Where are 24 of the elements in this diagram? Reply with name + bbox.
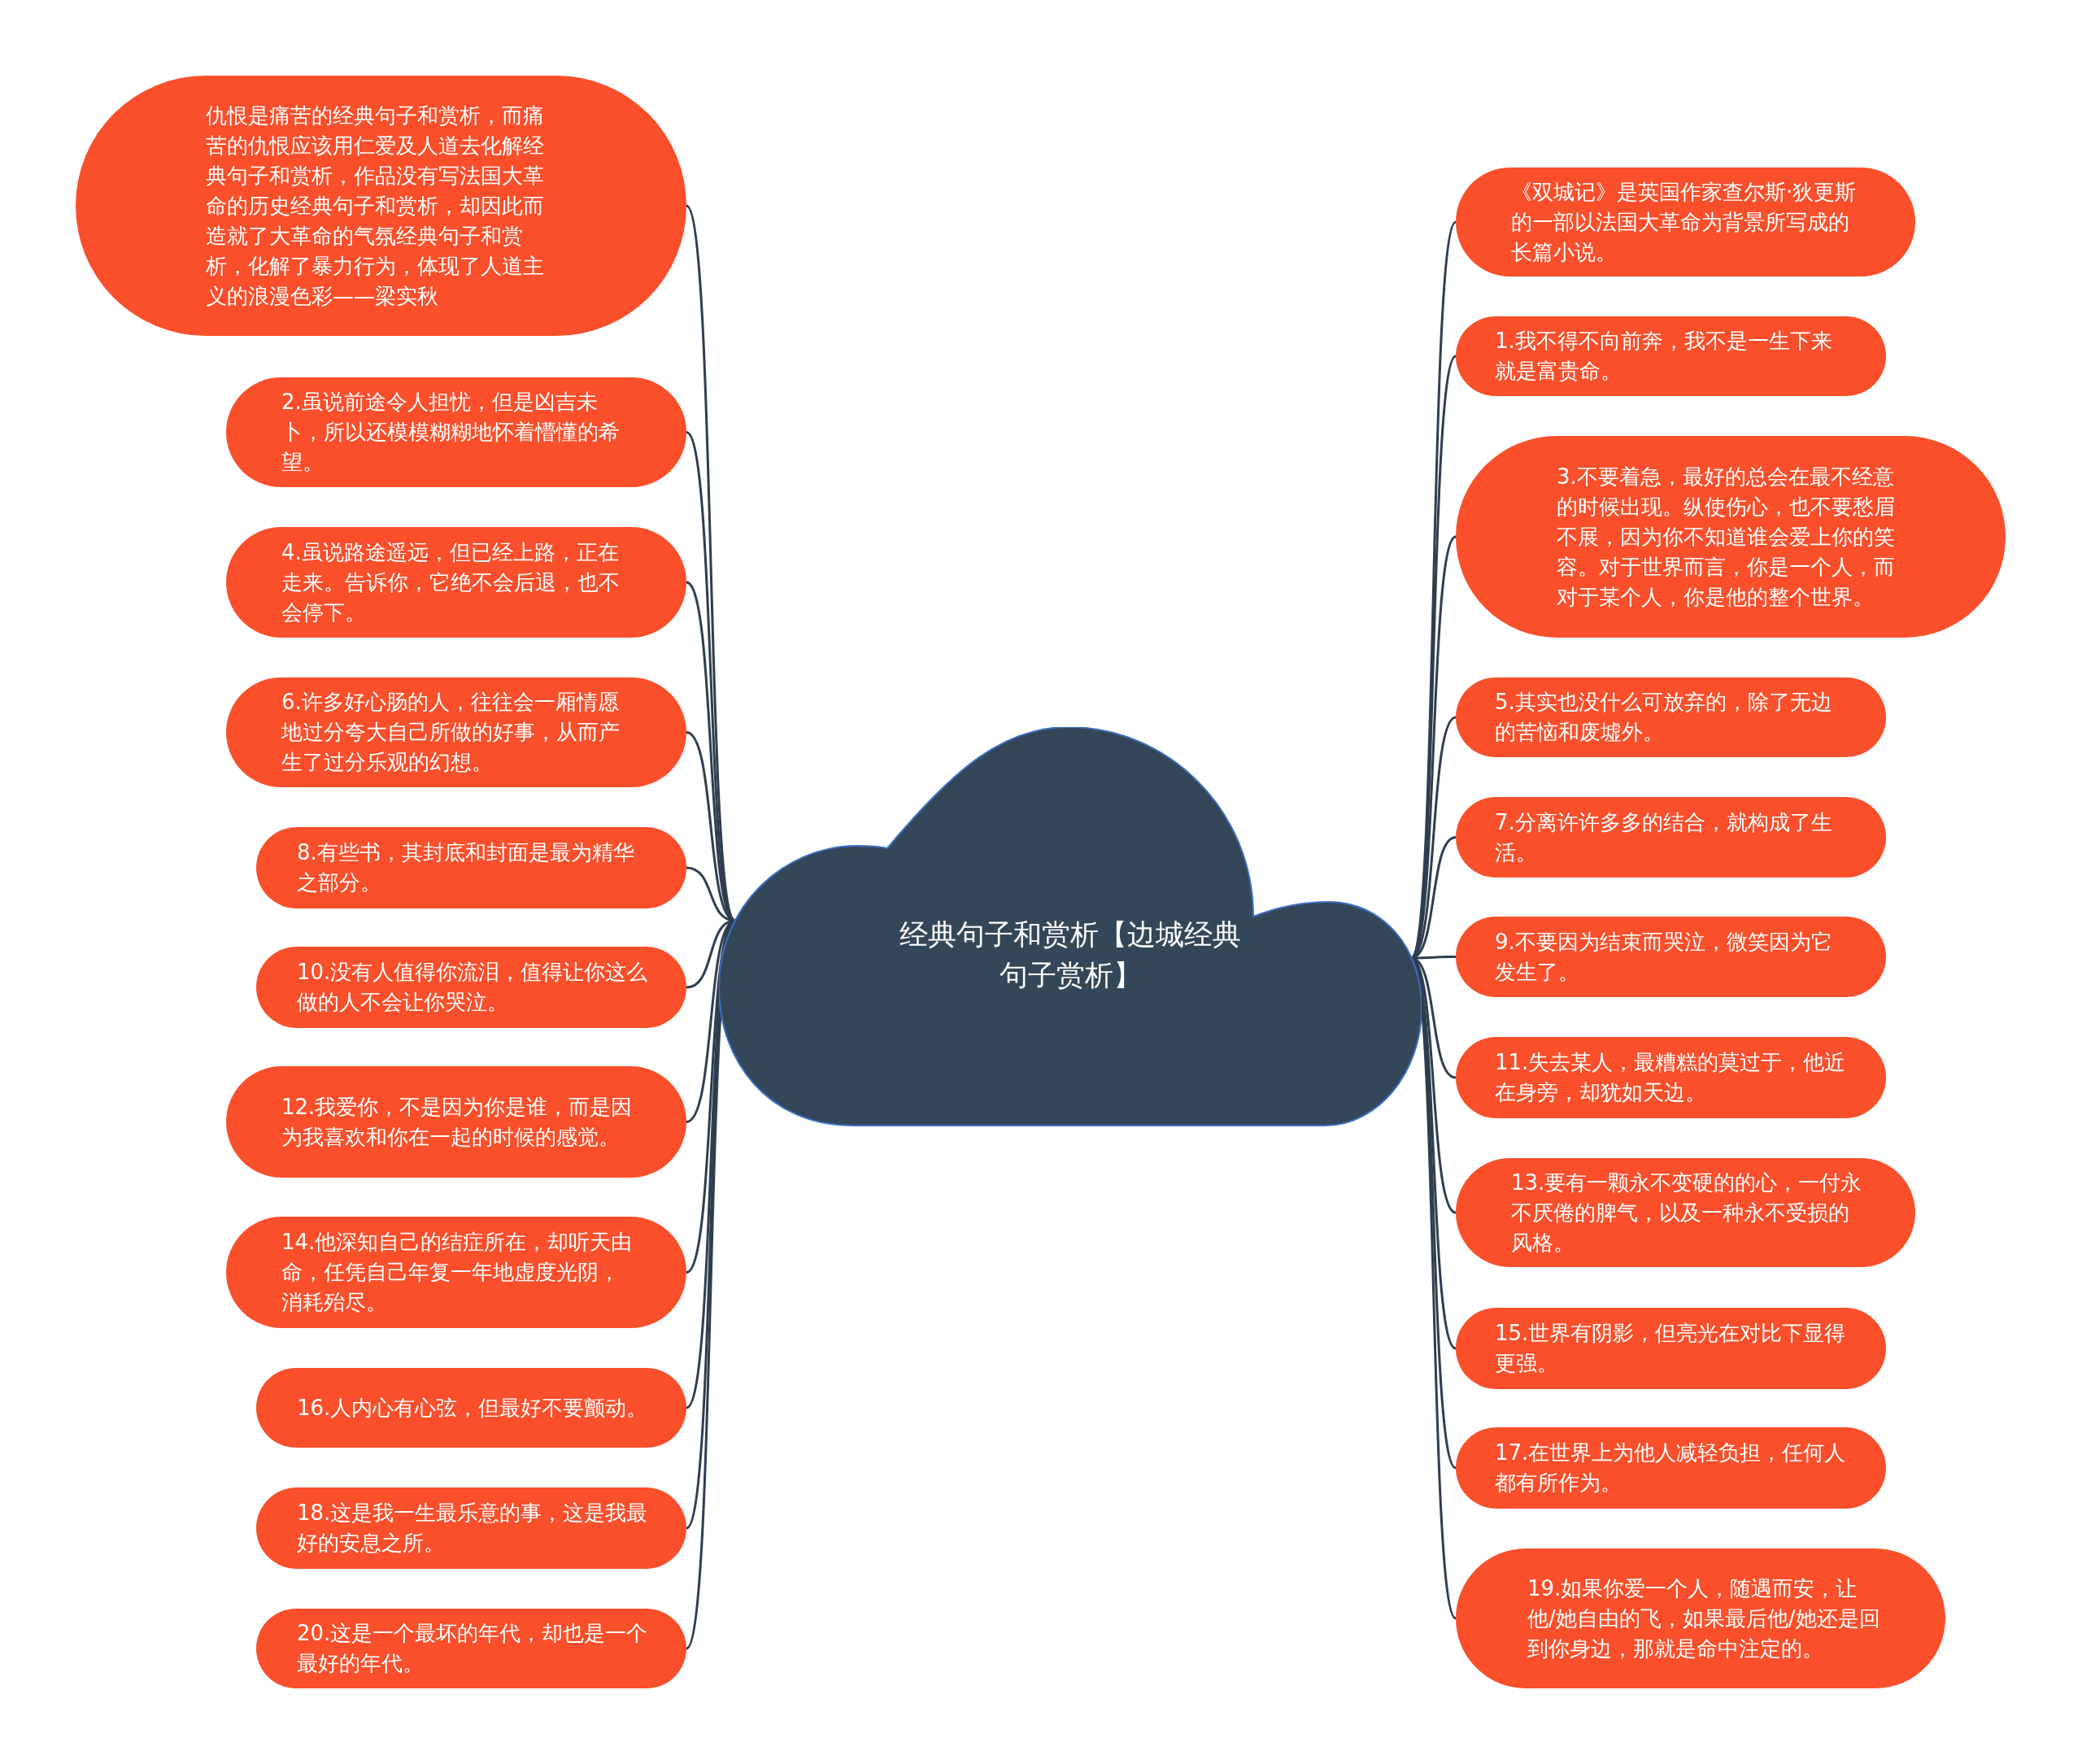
quote-text: 19.如果你爱一个人，随遇而安，让他/她自由的飞，如果最后他/她还是回到你身边，那就是命中注定的。: [1527, 1575, 1881, 1662]
quote-text: 15.世界有阴影，但亮光在对比下显得更强。: [1495, 1320, 1847, 1377]
quote-text: 18.这是我一生最乐意的事，这是我最好的安息之所。: [297, 1500, 649, 1557]
quote-text: 16.人内心有心弦，但最好不要颤动。: [297, 1394, 649, 1422]
quote-text: 1.我不得不向前奔，我不是一生下来就是富贵命。: [1495, 328, 1833, 385]
quote-text: 7.分离许许多多的结合，就构成了生活。: [1495, 808, 1833, 866]
quote-text: 《双城记》是英国作家查尔斯·狄更斯的一部以法国大革命为背景所写成的长篇小说。: [1511, 178, 1858, 266]
quote-text: 17.在世界上为他人减轻负担，任何人都有所作为。: [1495, 1440, 1847, 1496]
quote-text: 2.虽说前途令人担忧，但是凶吉未卜，所以还模模糊糊地怀着懵懂的希望。: [281, 389, 621, 476]
quote-text: 20.这是一个最坏的年代，却也是一个最好的年代。: [297, 1620, 649, 1677]
quote-text: 仇恨是痛苦的经典句子和赏析，而痛苦的仇恨应该用仁爱及人道去化解经典句子和赏析，作品没有写法国大革命的历史经典句子和赏析，却因此而造就了大革命的气氛经典句子和赏析，化解了暴力行为，体现了人道主义的浪漫色彩——梁实秋: [206, 102, 545, 310]
quote-text: 10.没有人值得你流泪，值得让你这么做的人不会让你哭泣。: [297, 959, 649, 1016]
quote-text: 5.其实也没什么可放弃的，除了无边的苦恼和废墟外。: [1495, 689, 1833, 746]
topic-text: 经典句子和赏析【边城经典句子赏析】: [899, 917, 1241, 993]
quote-text: 12.我爱你，不是因为你是谁，而是因为我喜欢和你在一起的时候的感觉。: [281, 1093, 634, 1151]
quote-text: 9.不要因为结束而哭泣，微笑因为它发生了。: [1495, 928, 1833, 986]
quote-text: 13.要有一颗永不变硬的的心，一付永不厌倦的脾气，以及一种永不受损的风格。: [1511, 1169, 1863, 1257]
quote-text: 11.失去某人，最糟糕的莫过于，他近在身旁，却犹如天边。: [1495, 1049, 1847, 1106]
quote-text: 4.虽说路途遥远，但已经上路，正在走来。告诉你，它绝不会后退，也不会停下。: [281, 538, 621, 626]
connector-line: [1409, 221, 1457, 959]
quote-text: 14.他深知自己的结症所在，却听天由命，任凭自己年复一年地虚度光阴，消耗殆尽。: [281, 1229, 634, 1316]
quote-text: 3.不要着急，最好的总会在最不经意的时候出现。纵使伤心，也不要愁眉不展，因为你不知道谁会爱上你的笑容。对于世界而言，你是一个人，而对于某个人，你是他的整个世界。: [1557, 463, 1896, 611]
quote-text: 6.许多好心肠的人，往往会一厢情愿地过分夸大自己所做的好事，从而产生了过分乐观的幻想。: [281, 689, 621, 776]
quote-text: 8.有些书，其封底和封面是最为精华之部分。: [297, 839, 635, 896]
